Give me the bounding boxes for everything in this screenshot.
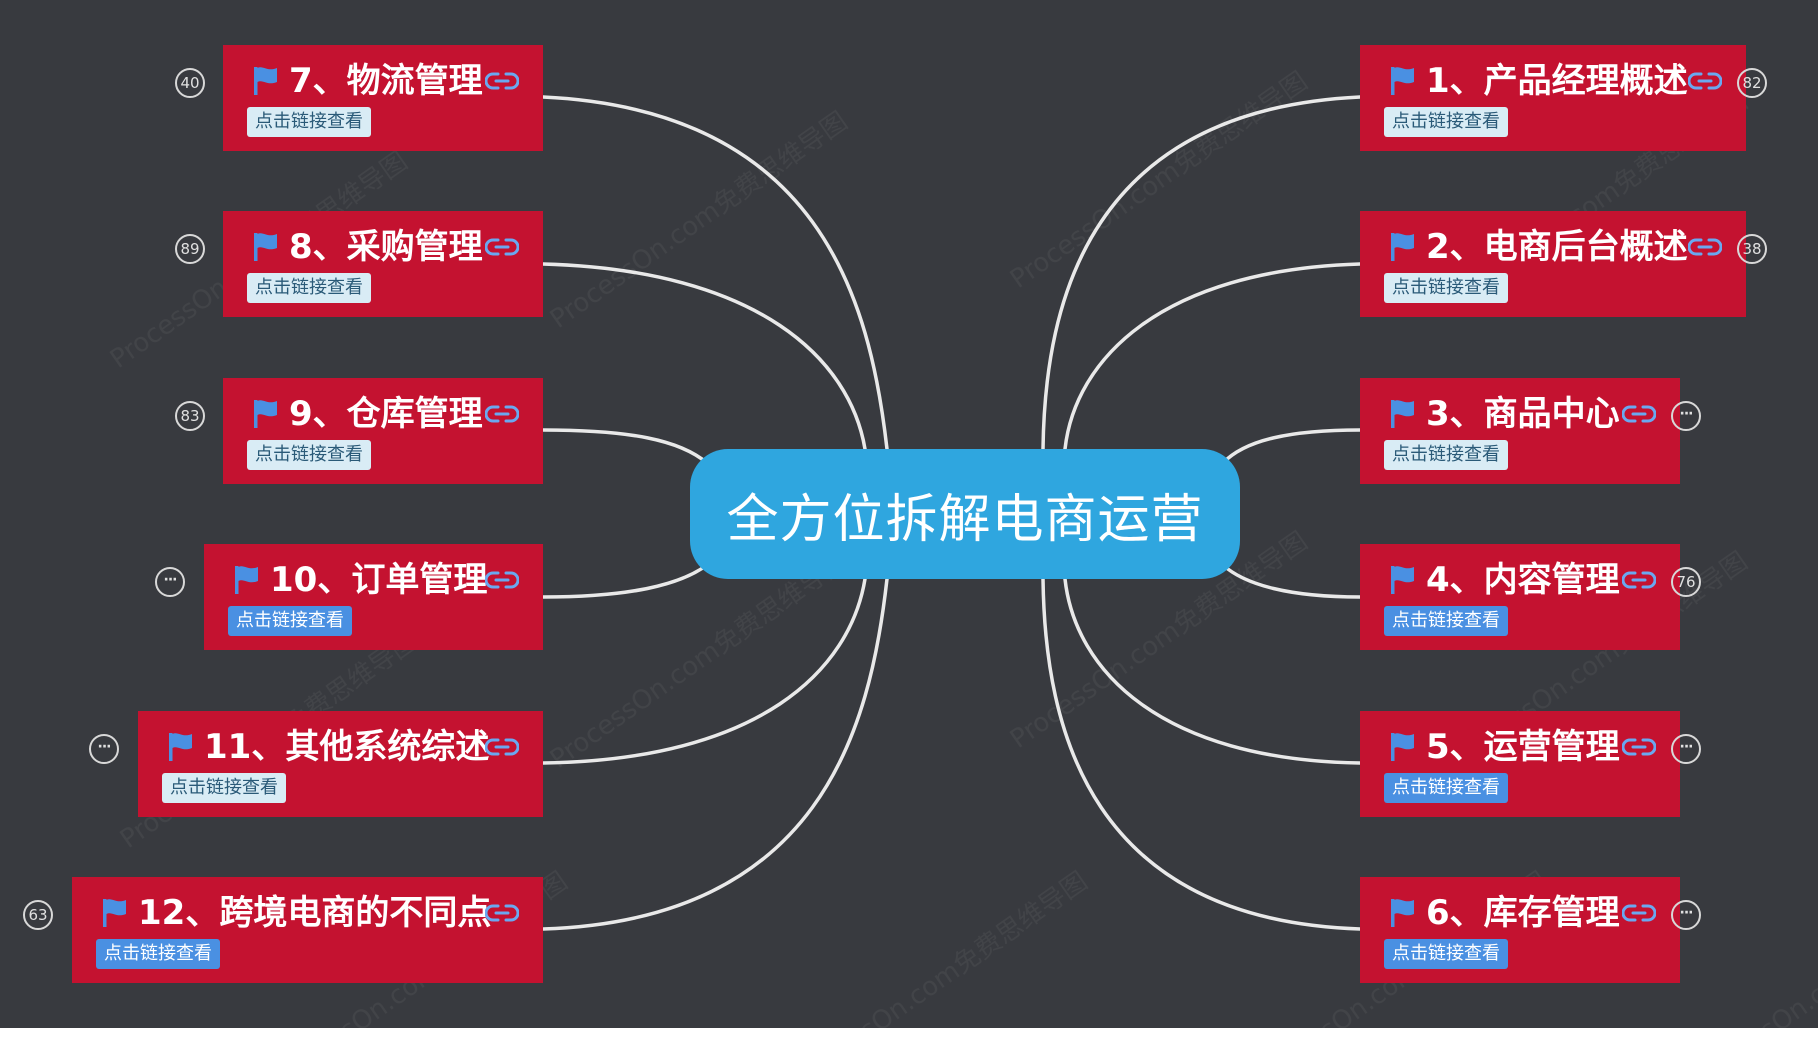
link-icon[interactable]: [1621, 402, 1657, 426]
flag-icon: [253, 399, 279, 429]
flag-icon: [1390, 232, 1416, 262]
connector-t4: [1221, 563, 1362, 599]
link-icon[interactable]: [1621, 735, 1657, 759]
topic-t7[interactable]: 7、物流管理点击链接查看: [223, 45, 543, 151]
link-icon[interactable]: [1687, 69, 1723, 93]
topic-t9[interactable]: 9、仓库管理点击链接查看: [223, 378, 543, 484]
link-icon[interactable]: [484, 735, 520, 759]
topic-t3[interactable]: 3、商品中心点击链接查看: [1360, 378, 1680, 484]
view-link-tag[interactable]: 点击链接查看: [228, 606, 352, 636]
topic-title: 8、采购管理: [289, 227, 483, 267]
view-link-tag[interactable]: 点击链接查看: [1384, 107, 1508, 137]
connector-t11: [541, 577, 867, 765]
view-link-tag[interactable]: 点击链接查看: [162, 773, 286, 803]
collapsed-more-icon[interactable]: ···: [155, 567, 185, 597]
view-link-tag[interactable]: 点击链接查看: [96, 939, 220, 969]
child-count-badge[interactable]: 40: [175, 68, 205, 98]
flag-icon: [253, 232, 279, 262]
child-count-badge[interactable]: 38: [1737, 234, 1767, 264]
link-icon[interactable]: [1621, 901, 1657, 925]
connector-t2: [1063, 262, 1362, 451]
topic-t2[interactable]: 2、电商后台概述点击链接查看: [1360, 211, 1746, 317]
topic-title: 4、内容管理: [1426, 560, 1620, 600]
topic-t8[interactable]: 8、采购管理点击链接查看: [223, 211, 543, 317]
collapsed-more-icon[interactable]: ···: [1671, 900, 1701, 930]
central-topic[interactable]: 全方位拆解电商运营: [690, 449, 1240, 579]
child-count-badge[interactable]: 89: [175, 234, 205, 264]
view-link-tag[interactable]: 点击链接查看: [247, 440, 371, 470]
topic-t12[interactable]: 12、跨境电商的不同点点击链接查看: [72, 877, 543, 983]
collapsed-more-icon[interactable]: ···: [1671, 734, 1701, 764]
topic-title: 1、产品经理概述: [1426, 61, 1688, 101]
view-link-tag[interactable]: 点击链接查看: [247, 107, 371, 137]
connector-t12: [541, 577, 889, 931]
topic-title: 5、运营管理: [1426, 727, 1620, 767]
connector-t8: [541, 262, 867, 451]
connector-t7: [541, 95, 889, 451]
connector-t3: [1221, 428, 1362, 465]
child-count-badge[interactable]: 76: [1671, 567, 1701, 597]
topic-title: 3、商品中心: [1426, 394, 1620, 434]
view-link-tag[interactable]: 点击链接查看: [1384, 773, 1508, 803]
view-link-tag[interactable]: 点击链接查看: [1384, 606, 1508, 636]
view-link-tag[interactable]: 点击链接查看: [247, 273, 371, 303]
link-icon[interactable]: [484, 901, 520, 925]
child-count-badge[interactable]: 63: [23, 900, 53, 930]
flag-icon: [1390, 565, 1416, 595]
view-link-tag[interactable]: 点击链接查看: [1384, 939, 1508, 969]
topic-title: 2、电商后台概述: [1426, 227, 1688, 267]
topic-title: 11、其他系统综述: [204, 727, 490, 767]
view-link-tag[interactable]: 点击链接查看: [1384, 440, 1508, 470]
link-icon[interactable]: [1687, 235, 1723, 259]
topic-title: 9、仓库管理: [289, 394, 483, 434]
topic-t11[interactable]: 11、其他系统综述点击链接查看: [138, 711, 543, 817]
topic-title: 10、订单管理: [270, 560, 488, 600]
topic-t10[interactable]: 10、订单管理点击链接查看: [204, 544, 543, 650]
flag-icon: [253, 66, 279, 96]
connector-t1: [1041, 95, 1362, 451]
connector-t10: [541, 563, 709, 599]
view-link-tag[interactable]: 点击链接查看: [1384, 273, 1508, 303]
flag-icon: [102, 898, 128, 928]
topic-title: 6、库存管理: [1426, 893, 1620, 933]
link-icon[interactable]: [1621, 568, 1657, 592]
topic-t5[interactable]: 5、运营管理点击链接查看: [1360, 711, 1680, 817]
collapsed-more-icon[interactable]: ···: [1671, 401, 1701, 431]
connector-t9: [541, 428, 709, 465]
flag-icon: [1390, 898, 1416, 928]
child-count-badge[interactable]: 83: [175, 401, 205, 431]
topic-title: 12、跨境电商的不同点: [138, 893, 492, 933]
link-icon[interactable]: [484, 235, 520, 259]
flag-icon: [1390, 66, 1416, 96]
collapsed-more-icon[interactable]: ···: [89, 734, 119, 764]
flag-icon: [168, 732, 194, 762]
topic-title: 7、物流管理: [289, 61, 483, 101]
link-icon[interactable]: [484, 568, 520, 592]
flag-icon: [1390, 399, 1416, 429]
flag-icon: [1390, 732, 1416, 762]
connector-t6: [1041, 577, 1362, 931]
connector-t5: [1063, 577, 1362, 765]
topic-t1[interactable]: 1、产品经理概述点击链接查看: [1360, 45, 1746, 151]
link-icon[interactable]: [484, 402, 520, 426]
flag-icon: [234, 565, 260, 595]
child-count-badge[interactable]: 82: [1737, 68, 1767, 98]
topic-t6[interactable]: 6、库存管理点击链接查看: [1360, 877, 1680, 983]
topic-t4[interactable]: 4、内容管理点击链接查看: [1360, 544, 1680, 650]
link-icon[interactable]: [484, 69, 520, 93]
